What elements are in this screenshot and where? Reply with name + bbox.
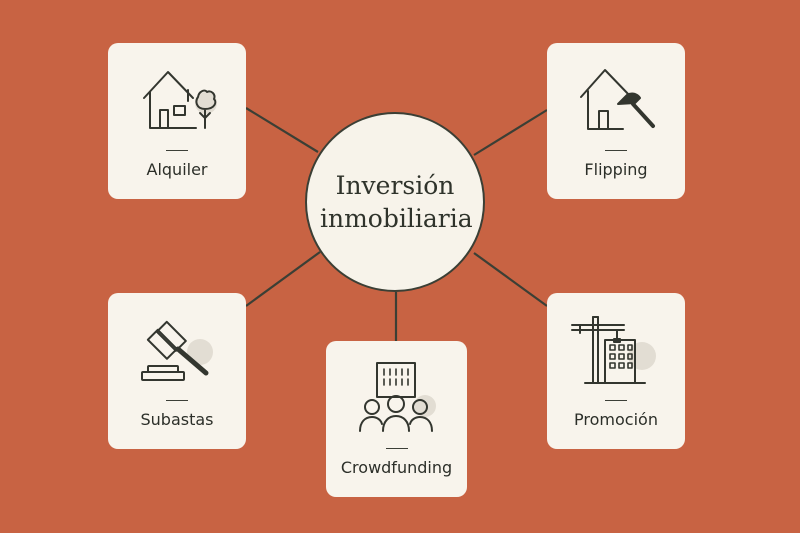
house-tree-icon (143, 71, 217, 129)
card-promocion: Promoción (547, 293, 685, 449)
central-node-title: Inversión inmobiliaria (320, 171, 473, 233)
card-crowdfunding: Crowdfunding (326, 341, 467, 497)
card-label: Crowdfunding (340, 458, 453, 477)
card-divider (166, 150, 188, 151)
connector-alquiler (245, 107, 319, 153)
people-building-icon (359, 362, 436, 432)
central-node: Inversión inmobiliaria (305, 112, 485, 292)
card-subastas: Subastas (108, 293, 246, 449)
card-label: Subastas (140, 410, 214, 429)
card-label: Alquiler (146, 160, 208, 179)
card-alquiler: Alquiler (108, 43, 246, 199)
connector-promocion (473, 252, 548, 307)
card-divider (386, 448, 408, 449)
connector-subastas (245, 251, 321, 307)
gavel-icon (141, 320, 213, 381)
connector-flipping (473, 109, 548, 156)
card-label: Flipping (584, 160, 648, 179)
house-hammer-icon (580, 69, 655, 130)
card-divider (166, 400, 188, 401)
card-label: Promoción (574, 410, 658, 429)
card-flipping: Flipping (547, 43, 685, 199)
card-divider (605, 150, 627, 151)
card-divider (605, 400, 627, 401)
crane-building-icon (571, 316, 656, 384)
